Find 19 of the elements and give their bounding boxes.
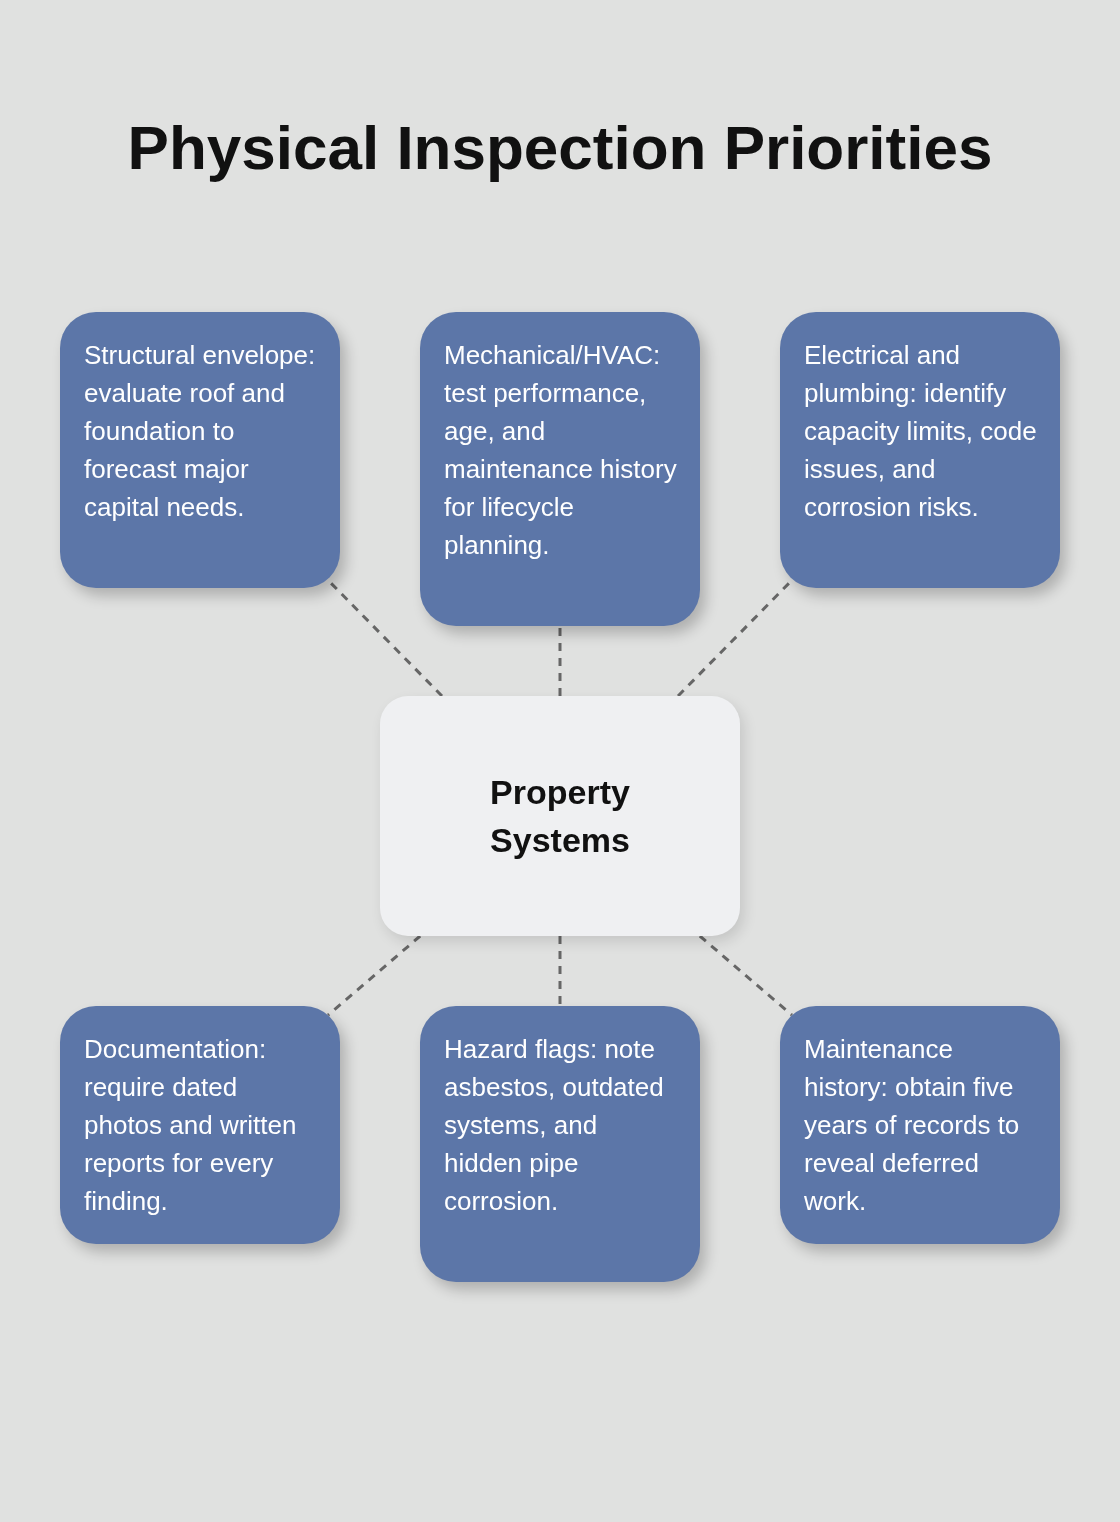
title: Physical Inspection Priorities [126, 112, 994, 184]
dashed-connector [558, 626, 562, 696]
topic-box [420, 1006, 700, 1282]
topic-text: Mechanical/HVAC: test performance, age, and maintenance history for lifecycle planning. [444, 339, 678, 562]
topic-text: Structural envelope: evaluate roof and foundation to forecast major capital needs. [84, 339, 317, 524]
topic-text: Maintenance history: obtain five years of records to reveal deferred work. [804, 1033, 1021, 1218]
topic-text: Electrical and plumbing: identify capacity limits, code issues, and corrosion risks. [804, 339, 1038, 524]
central-label: Property Systems [489, 772, 631, 861]
dashed-connector [558, 936, 562, 1006]
central-box [380, 696, 740, 936]
topic-text: Documentation: require dated photos and written reports for every finding. [84, 1033, 298, 1218]
topic-box [780, 1006, 1060, 1244]
topic-box [60, 312, 340, 588]
topic-text: Hazard flags: note asbestos, outdated systems, and hidden pipe corrosion. [444, 1033, 665, 1218]
dashed-connector [327, 934, 422, 1017]
dashed-connector [698, 934, 793, 1017]
topic-box [60, 1006, 340, 1244]
topic-box [420, 312, 700, 626]
topic-box [780, 312, 1060, 588]
